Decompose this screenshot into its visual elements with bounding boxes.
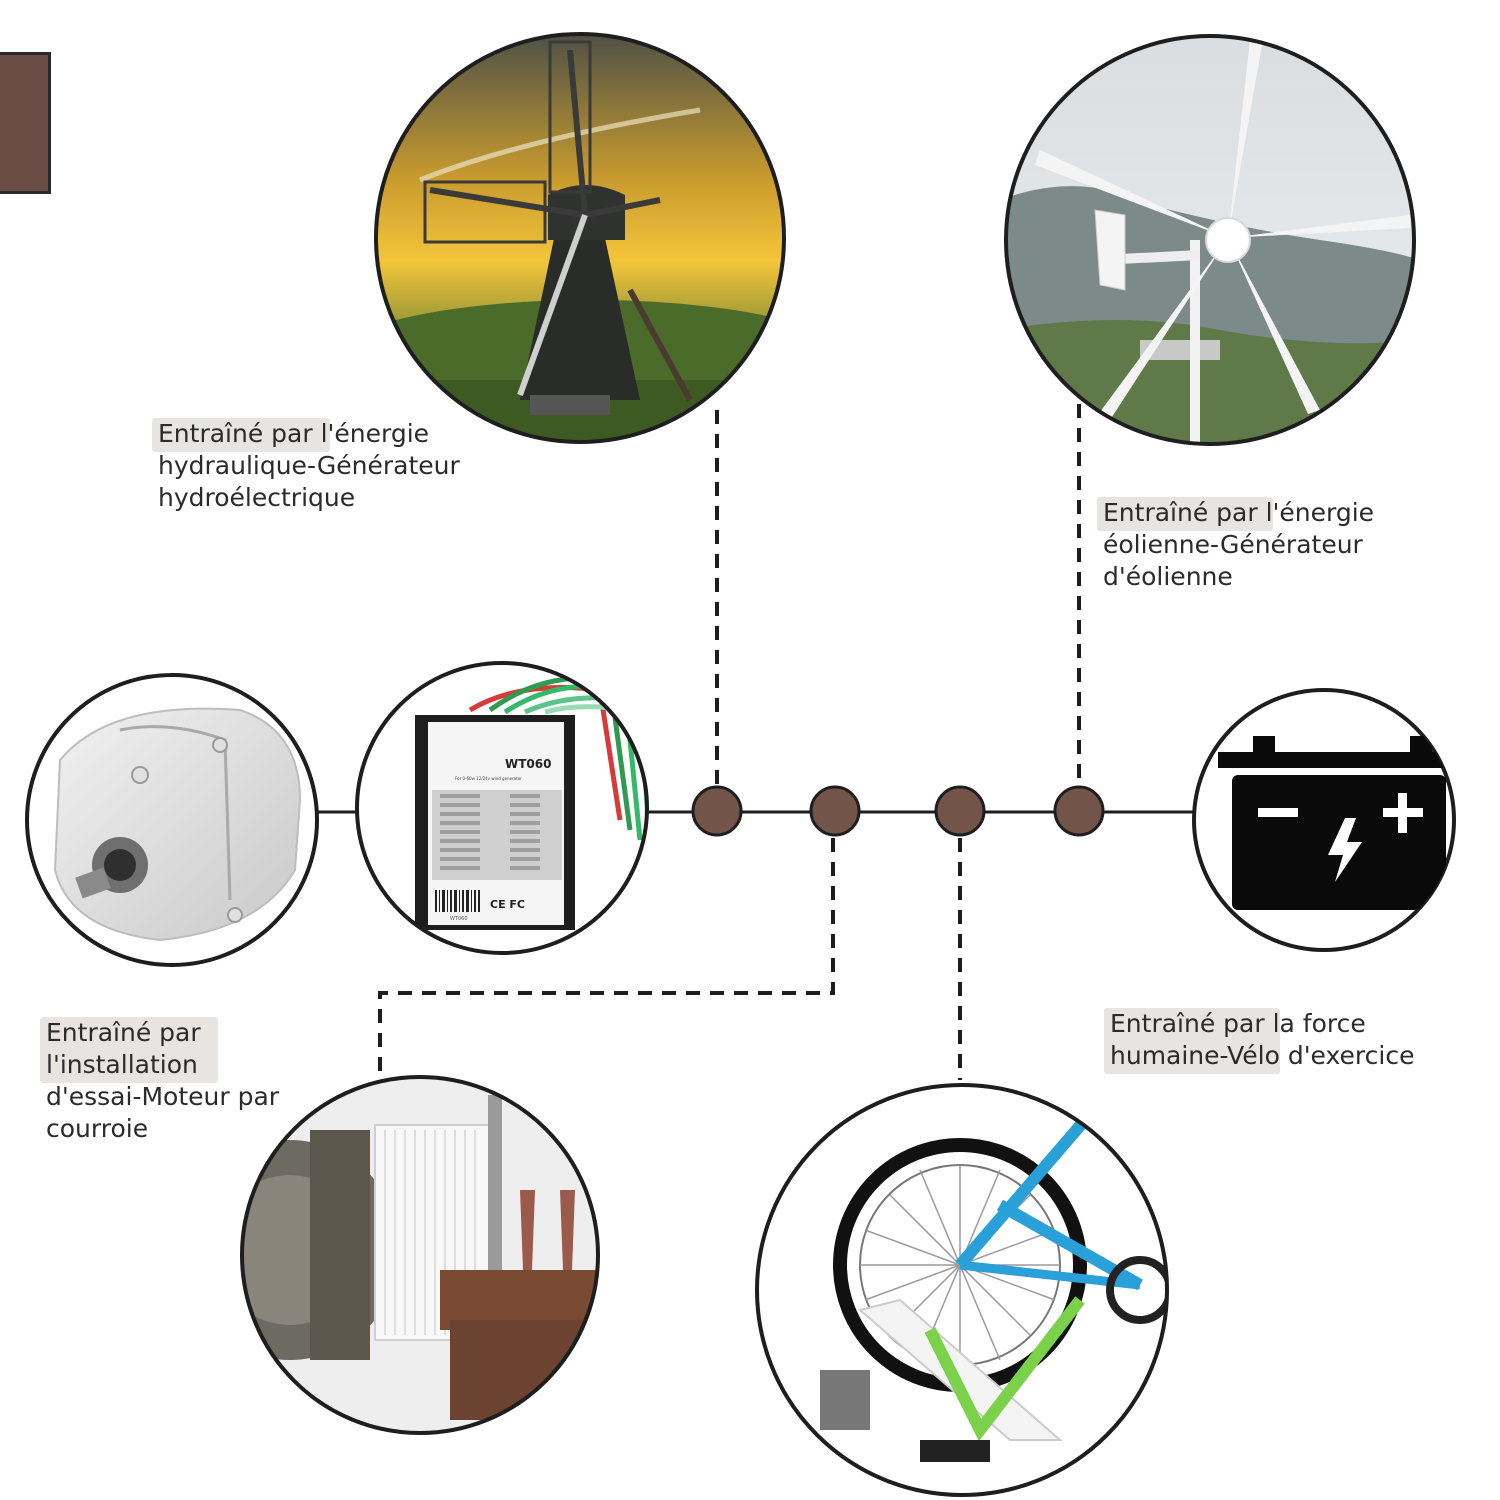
label-belt: Entraîné par l'installation d'essai-Mote… [40, 1017, 280, 1145]
label-hydro-line-3: hydroélectrique [158, 483, 356, 512]
junction-node-wind [1053, 785, 1105, 837]
exercise-bike-photo [755, 1083, 1169, 1497]
label-bike-line-2: humaine-Vélo d'exercice [1110, 1041, 1415, 1070]
charge-controller-photo: WT060 For 0-60w 12/24v wind generator CE… [355, 661, 649, 955]
label-wind: Entraîné par l'énergie éolienne-Générate… [1097, 497, 1375, 593]
junction-node-belt [809, 785, 861, 837]
label-bike-line-1: Entraîné par la force [1110, 1009, 1366, 1038]
label-belt-line-3: d'essai-Moteur par [46, 1082, 280, 1111]
label-bike: Entraîné par la force humaine-Vélo d'exe… [1104, 1008, 1415, 1074]
battery-icon [1192, 688, 1456, 952]
belt-test-rig-photo [240, 1075, 600, 1435]
label-hydro: Entraîné par l'énergie hydraulique-Génér… [152, 418, 460, 514]
label-hydro-line-2: hydraulique-Générateur [158, 451, 460, 480]
controller-footer: WT060 [450, 916, 468, 922]
hydro-windmill-photo [374, 32, 786, 444]
junction-node-hydro [691, 785, 743, 837]
label-hydro-line-1: Entraîné par l'énergie [158, 419, 430, 448]
corner-accent-block [0, 52, 51, 194]
label-belt-line-4: courroie [46, 1114, 149, 1143]
controller-subtitle: For 0-60w 12/24v wind generator [455, 776, 522, 781]
controller-model: WT060 [505, 757, 551, 771]
label-wind-line-2: éolienne-Générateur [1103, 530, 1363, 559]
wind-turbine-photo [1004, 34, 1416, 446]
label-belt-line-2: l'installation [46, 1050, 198, 1079]
dashed-connectors [378, 404, 1081, 1080]
controller-certs: CE FC [490, 898, 525, 911]
generator-motor-photo [25, 673, 319, 967]
junction-node-bike [934, 785, 986, 837]
label-belt-line-1: Entraîné par [46, 1018, 201, 1047]
label-wind-line-3: d'éolienne [1103, 562, 1233, 591]
label-wind-line-1: Entraîné par l'énergie [1103, 498, 1375, 527]
junction-nodes [691, 785, 1105, 837]
